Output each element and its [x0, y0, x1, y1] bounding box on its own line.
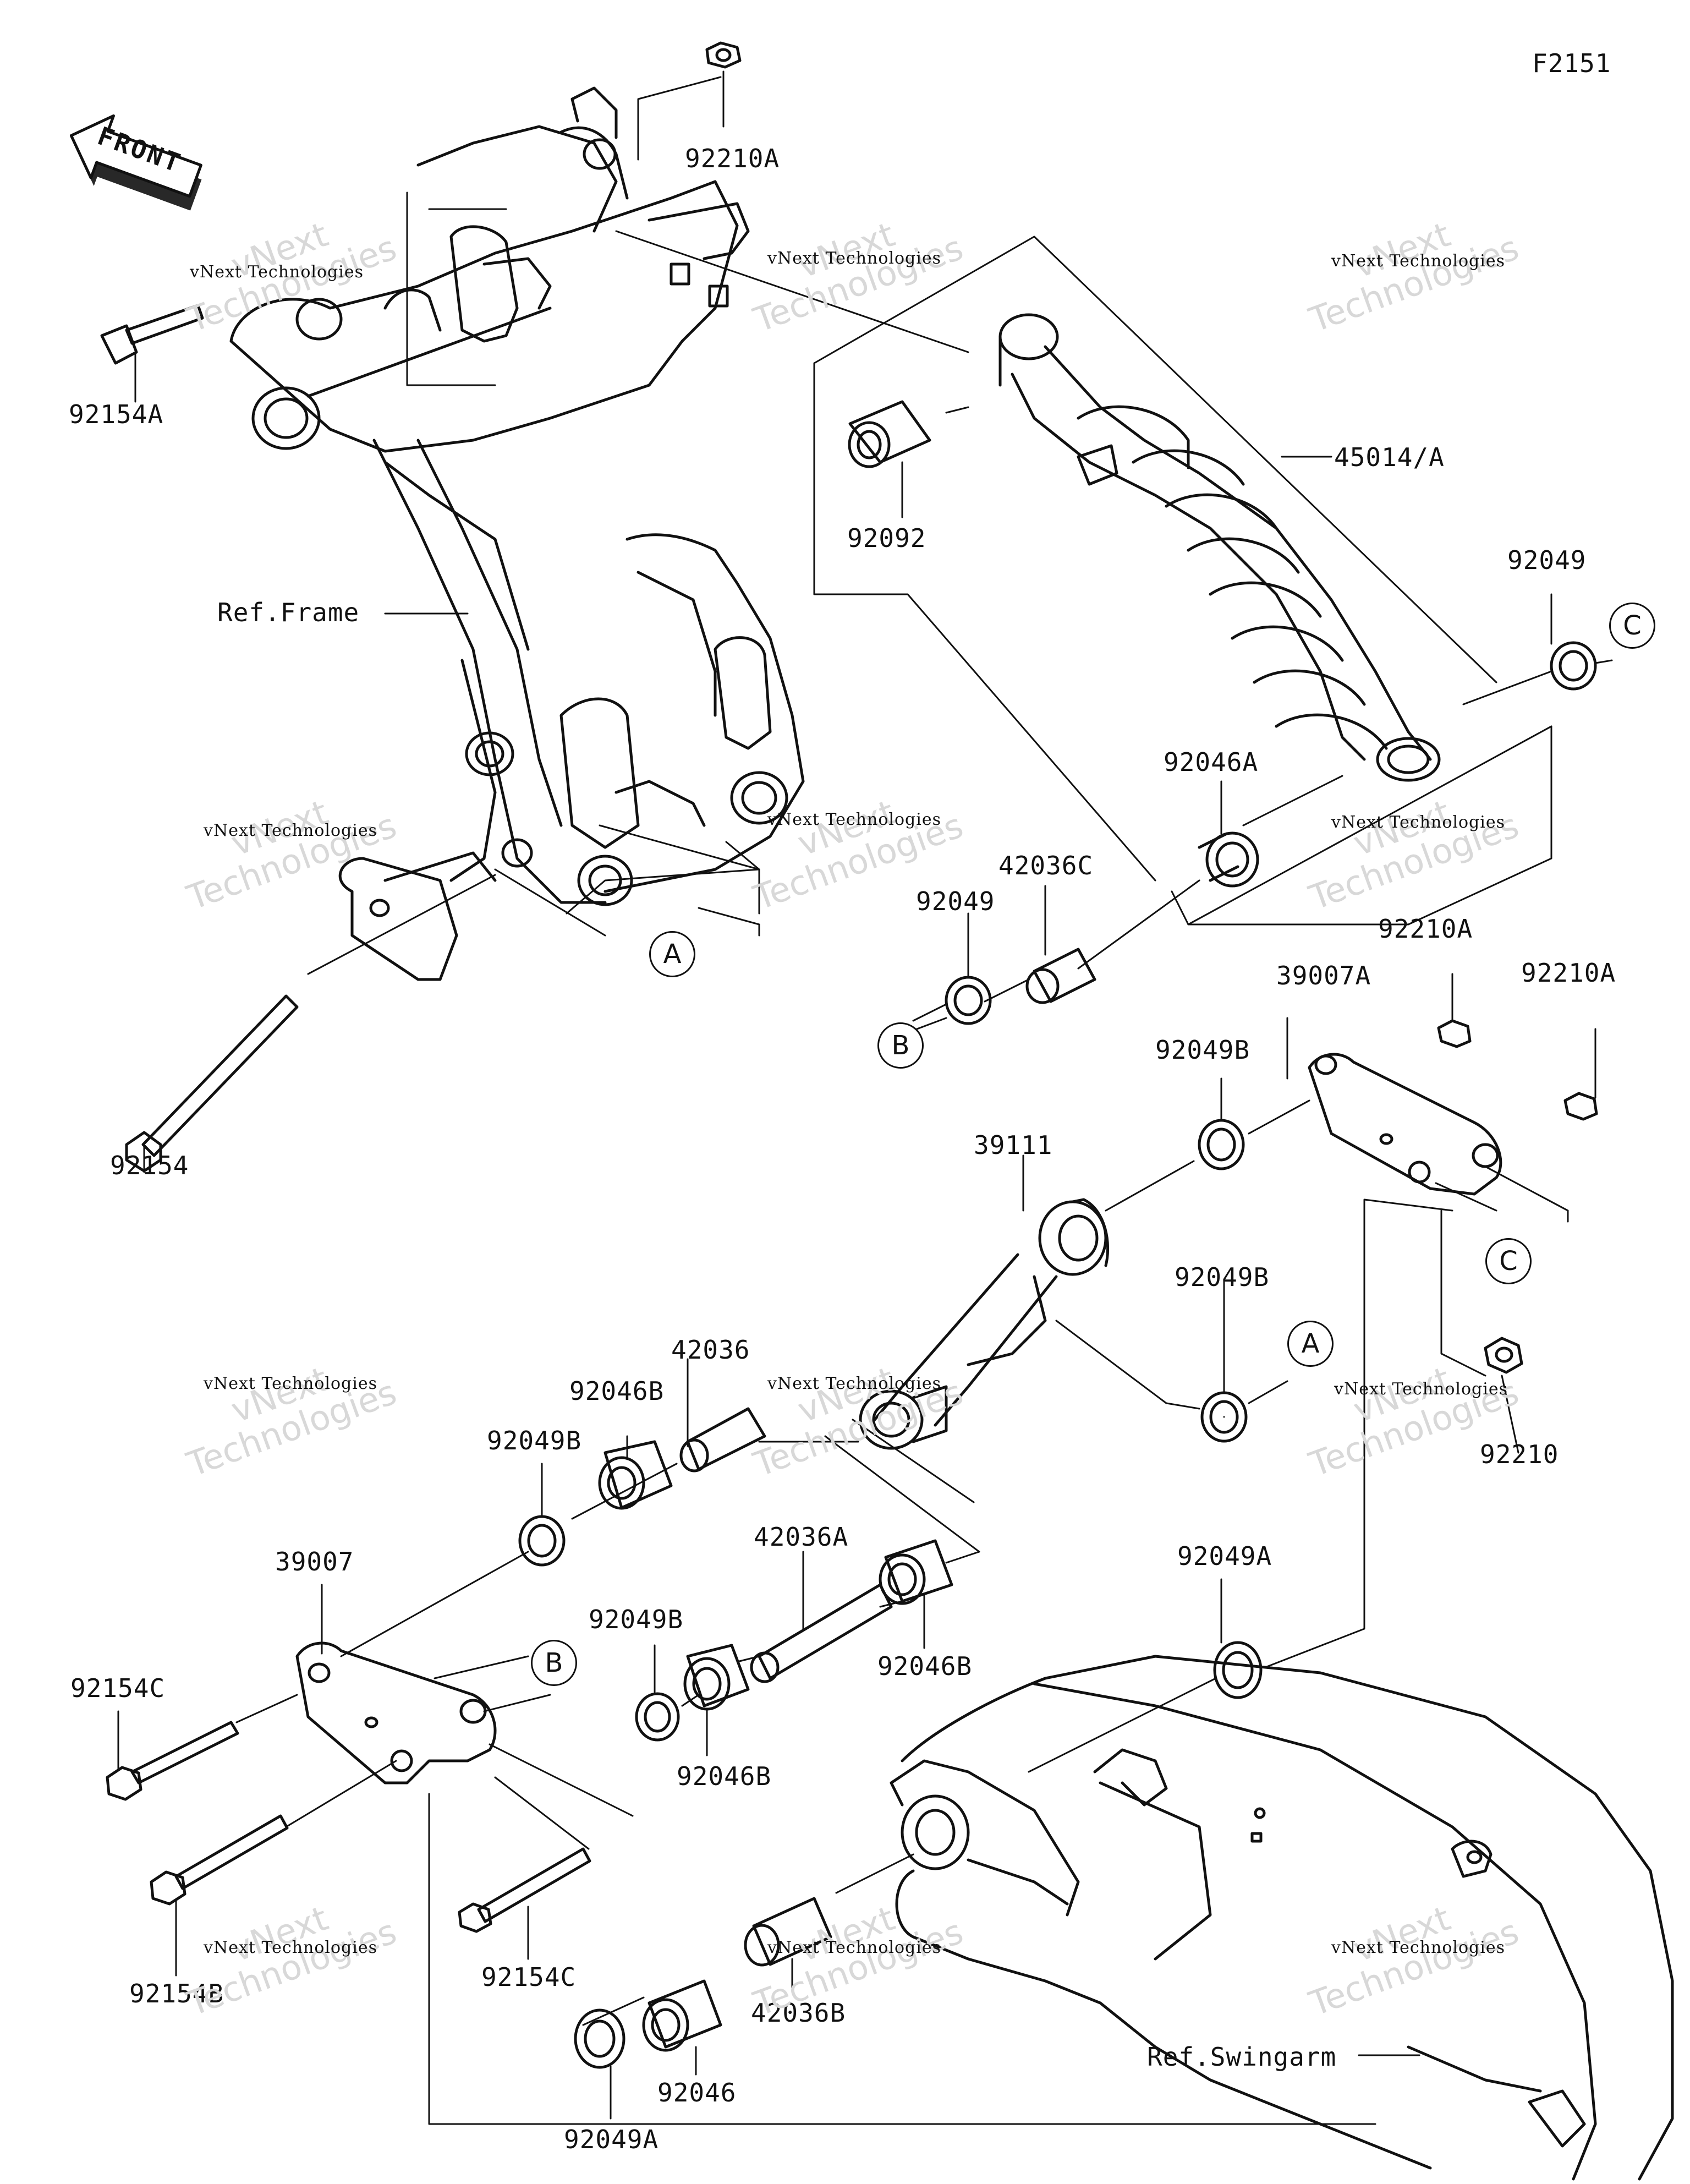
watermark-caption: vNext Technologies	[204, 821, 378, 840]
bearing-92046B-right-drawing	[879, 1539, 953, 1605]
part-label-39007[interactable]: 39007	[275, 1547, 354, 1577]
part-label-92049B-left[interactable]: 92049B	[487, 1426, 582, 1455]
swingarm-drawing	[890, 1655, 1674, 2181]
part-label-42036A[interactable]: 42036A	[754, 1522, 849, 1552]
nut-92210A-right-drawing	[1563, 1092, 1598, 1121]
bolt-92154A-drawing	[100, 304, 204, 365]
watermark-caption: vNext Technologies	[190, 262, 364, 282]
seal-92049B-mid-drawing	[635, 1692, 680, 1742]
callout-b-shock[interactable]: B	[877, 1022, 924, 1069]
bearing-92046-drawing	[642, 1979, 722, 2052]
callout-a-rocker[interactable]: A	[1287, 1321, 1334, 1367]
part-label-39111[interactable]: 39111	[974, 1130, 1053, 1160]
watermark-caption: vNext Technologies	[1334, 1380, 1508, 1399]
seal-92049B-left-drawing	[518, 1515, 566, 1567]
bolt-92154B-drawing	[150, 1814, 289, 1906]
bolt-92154-drawing	[125, 994, 299, 1173]
part-label-92049A-bottom[interactable]: 92049A	[564, 2125, 659, 2154]
part-label-92049B-a[interactable]: 92049B	[1175, 1262, 1270, 1292]
nut-92210A-top-drawing	[705, 41, 742, 69]
seal-92049A-right-drawing	[1213, 1641, 1263, 1699]
seal-92049B-top-drawing	[1198, 1119, 1245, 1170]
ref-swingarm-label: Ref.Swingarm	[1147, 2042, 1337, 2072]
watermark-caption: vNext Technologies	[767, 1938, 942, 1957]
part-label-92046[interactable]: 92046	[657, 2078, 737, 2108]
part-label-92154C-mid[interactable]: 92154C	[481, 1962, 577, 1992]
bearing-92046A-drawing	[1198, 831, 1259, 888]
part-label-92049B-top[interactable]: 92049B	[1155, 1035, 1250, 1065]
part-label-42036C[interactable]: 42036C	[998, 851, 1094, 880]
bearing-92046B-mid-drawing	[683, 1644, 750, 1711]
watermark-caption: vNext Technologies	[767, 810, 942, 829]
part-label-92049B-mid[interactable]: 92049B	[589, 1605, 684, 1634]
part-label-39007A[interactable]: 39007A	[1276, 961, 1371, 990]
bearing-92046B-top-drawing	[598, 1440, 673, 1510]
part-label-92210A-right[interactable]: 92210A	[1521, 958, 1616, 988]
part-label-42036B[interactable]: 42036B	[751, 1998, 846, 2028]
part-label-92046B-right[interactable]: 92046B	[877, 1651, 973, 1681]
frame-drawing	[229, 86, 805, 981]
part-label-92210A-top[interactable]: 92210A	[685, 144, 780, 173]
part-label-92046A[interactable]: 92046A	[1164, 747, 1259, 777]
part-label-92046B-mid[interactable]: 92046B	[677, 1761, 772, 1791]
callout-c-shock[interactable]: C	[1609, 603, 1655, 649]
part-label-42036[interactable]: 42036	[671, 1335, 750, 1365]
part-label-92046B-top[interactable]: 92046B	[569, 1376, 665, 1406]
seal-92049-c-drawing	[1550, 641, 1597, 691]
seal-92049-b-drawing	[945, 976, 992, 1025]
watermark-caption: vNext Technologies	[1331, 251, 1506, 271]
callout-b-plate[interactable]: B	[531, 1640, 577, 1686]
watermark-caption: vNext Technologies	[204, 1374, 378, 1393]
part-label-92049A-right[interactable]: 92049A	[1177, 1541, 1272, 1571]
part-label-45014A[interactable]: 45014/A	[1334, 442, 1445, 472]
part-label-92154[interactable]: 92154	[110, 1151, 189, 1180]
rocker-39111-drawing	[859, 1198, 1110, 1450]
callout-a-frame[interactable]: A	[649, 931, 695, 977]
watermark-caption: vNext Technologies	[1331, 813, 1506, 832]
watermark-caption: vNext Technologies	[204, 1938, 378, 1957]
watermark-caption: vNext Technologies	[767, 1374, 942, 1393]
part-label-92210A-mid[interactable]: 92210A	[1378, 914, 1473, 944]
nut-92210-drawing	[1484, 1337, 1523, 1374]
bolt-92154C-mid-drawing	[458, 1847, 591, 1933]
part-label-92154B[interactable]: 92154B	[129, 1979, 224, 2008]
collar-42036C-drawing	[1025, 948, 1096, 1004]
sleeve-42036A-drawing	[750, 1583, 893, 1683]
part-label-92154A[interactable]: 92154A	[69, 399, 164, 429]
watermark-caption: vNext Technologies	[767, 249, 942, 268]
sleeve-42036B-drawing	[744, 1897, 832, 1967]
figure-code: F2151	[1532, 48, 1611, 78]
callout-c-plate[interactable]: C	[1485, 1238, 1532, 1284]
part-label-92049-c[interactable]: 92049	[1507, 545, 1587, 575]
plate-39007-drawing	[295, 1641, 497, 1785]
plate-39007A-drawing	[1308, 1053, 1502, 1196]
bushing-92092-drawing	[848, 400, 931, 468]
front-arrow-icon	[69, 114, 202, 211]
part-label-92154C-left[interactable]: 92154C	[70, 1673, 166, 1703]
seal-92049A-bottom-drawing	[574, 2008, 625, 2069]
part-label-92049-b[interactable]: 92049	[916, 886, 995, 916]
sleeve-42036-drawing	[679, 1407, 766, 1473]
nut-92210A-mid-drawing	[1437, 1019, 1472, 1048]
part-label-92092[interactable]: 92092	[847, 523, 926, 553]
watermark-caption: vNext Technologies	[1331, 1938, 1506, 1957]
part-label-92210[interactable]: 92210	[1480, 1439, 1559, 1469]
bolt-92154C-left-drawing	[106, 1721, 239, 1801]
ref-frame-label: Ref.Frame	[217, 598, 360, 627]
shock-absorber-drawing	[998, 313, 1441, 782]
